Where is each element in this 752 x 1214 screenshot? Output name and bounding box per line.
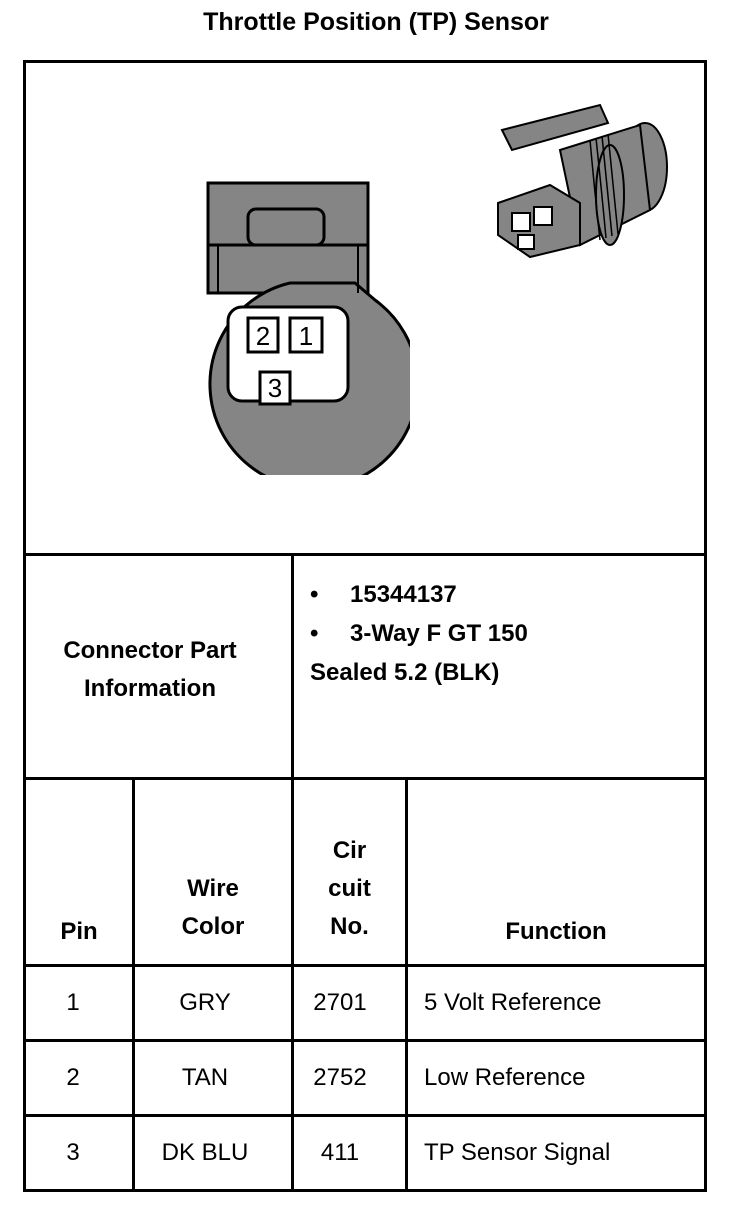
page-title: Throttle Position (TP) Sensor: [203, 8, 549, 36]
divider: [23, 1114, 707, 1117]
connector-table-frame: [23, 60, 707, 1192]
pin-label: 3: [268, 373, 282, 403]
header-function: Function: [505, 918, 607, 945]
pin-1-cavity: [288, 316, 324, 354]
table-cell-pin: 1: [66, 989, 80, 1016]
divider: [23, 964, 707, 967]
connector-part-details: • 15344137 • 3-Way F GT 150 Sealed 5.2 (BL…: [310, 575, 528, 692]
table-cell-color: TAN: [181, 1064, 229, 1091]
connector-face-diagram: 2 1 3: [206, 181, 410, 475]
divider: [23, 553, 707, 556]
connector-part-label: Connector Part Information: [40, 630, 260, 710]
table-cell-color: DK BLU: [161, 1139, 249, 1166]
table-cell-pin: 3: [66, 1139, 80, 1166]
table-cell-circuit: 2752: [313, 1064, 367, 1091]
connector-isometric-illustration: [497, 103, 668, 259]
table-cell-pin: 2: [66, 1064, 80, 1091]
divider: [23, 777, 707, 780]
divider: [23, 1039, 707, 1042]
pin-2-cavity: [246, 316, 280, 354]
table-cell-function: Low Reference: [424, 1064, 586, 1091]
divider: [132, 777, 135, 1192]
header-pin: Pin: [60, 918, 98, 945]
connector-description-2: Sealed 5.2 (BLK): [310, 659, 500, 686]
connector-description: 3-Way F GT 150: [350, 620, 528, 647]
table-cell-color: GRY: [179, 989, 231, 1016]
pin-3-cavity: [258, 370, 292, 406]
pin-label: 1: [299, 321, 313, 351]
table-cell-circuit: 411: [320, 1139, 360, 1166]
connector-part-label-text: Connector Part Information: [63, 637, 237, 702]
divider: [291, 553, 294, 1192]
bullet: •: [310, 620, 319, 647]
table-cell-function: 5 Volt Reference: [424, 989, 602, 1016]
part-number: 15344137: [350, 581, 457, 608]
table-cell-function: TP Sensor Signal: [424, 1139, 611, 1166]
table-cell-circuit: 2701: [313, 989, 367, 1016]
divider: [405, 777, 408, 1192]
pin-label: 2: [256, 321, 270, 351]
bullet: •: [310, 581, 319, 608]
